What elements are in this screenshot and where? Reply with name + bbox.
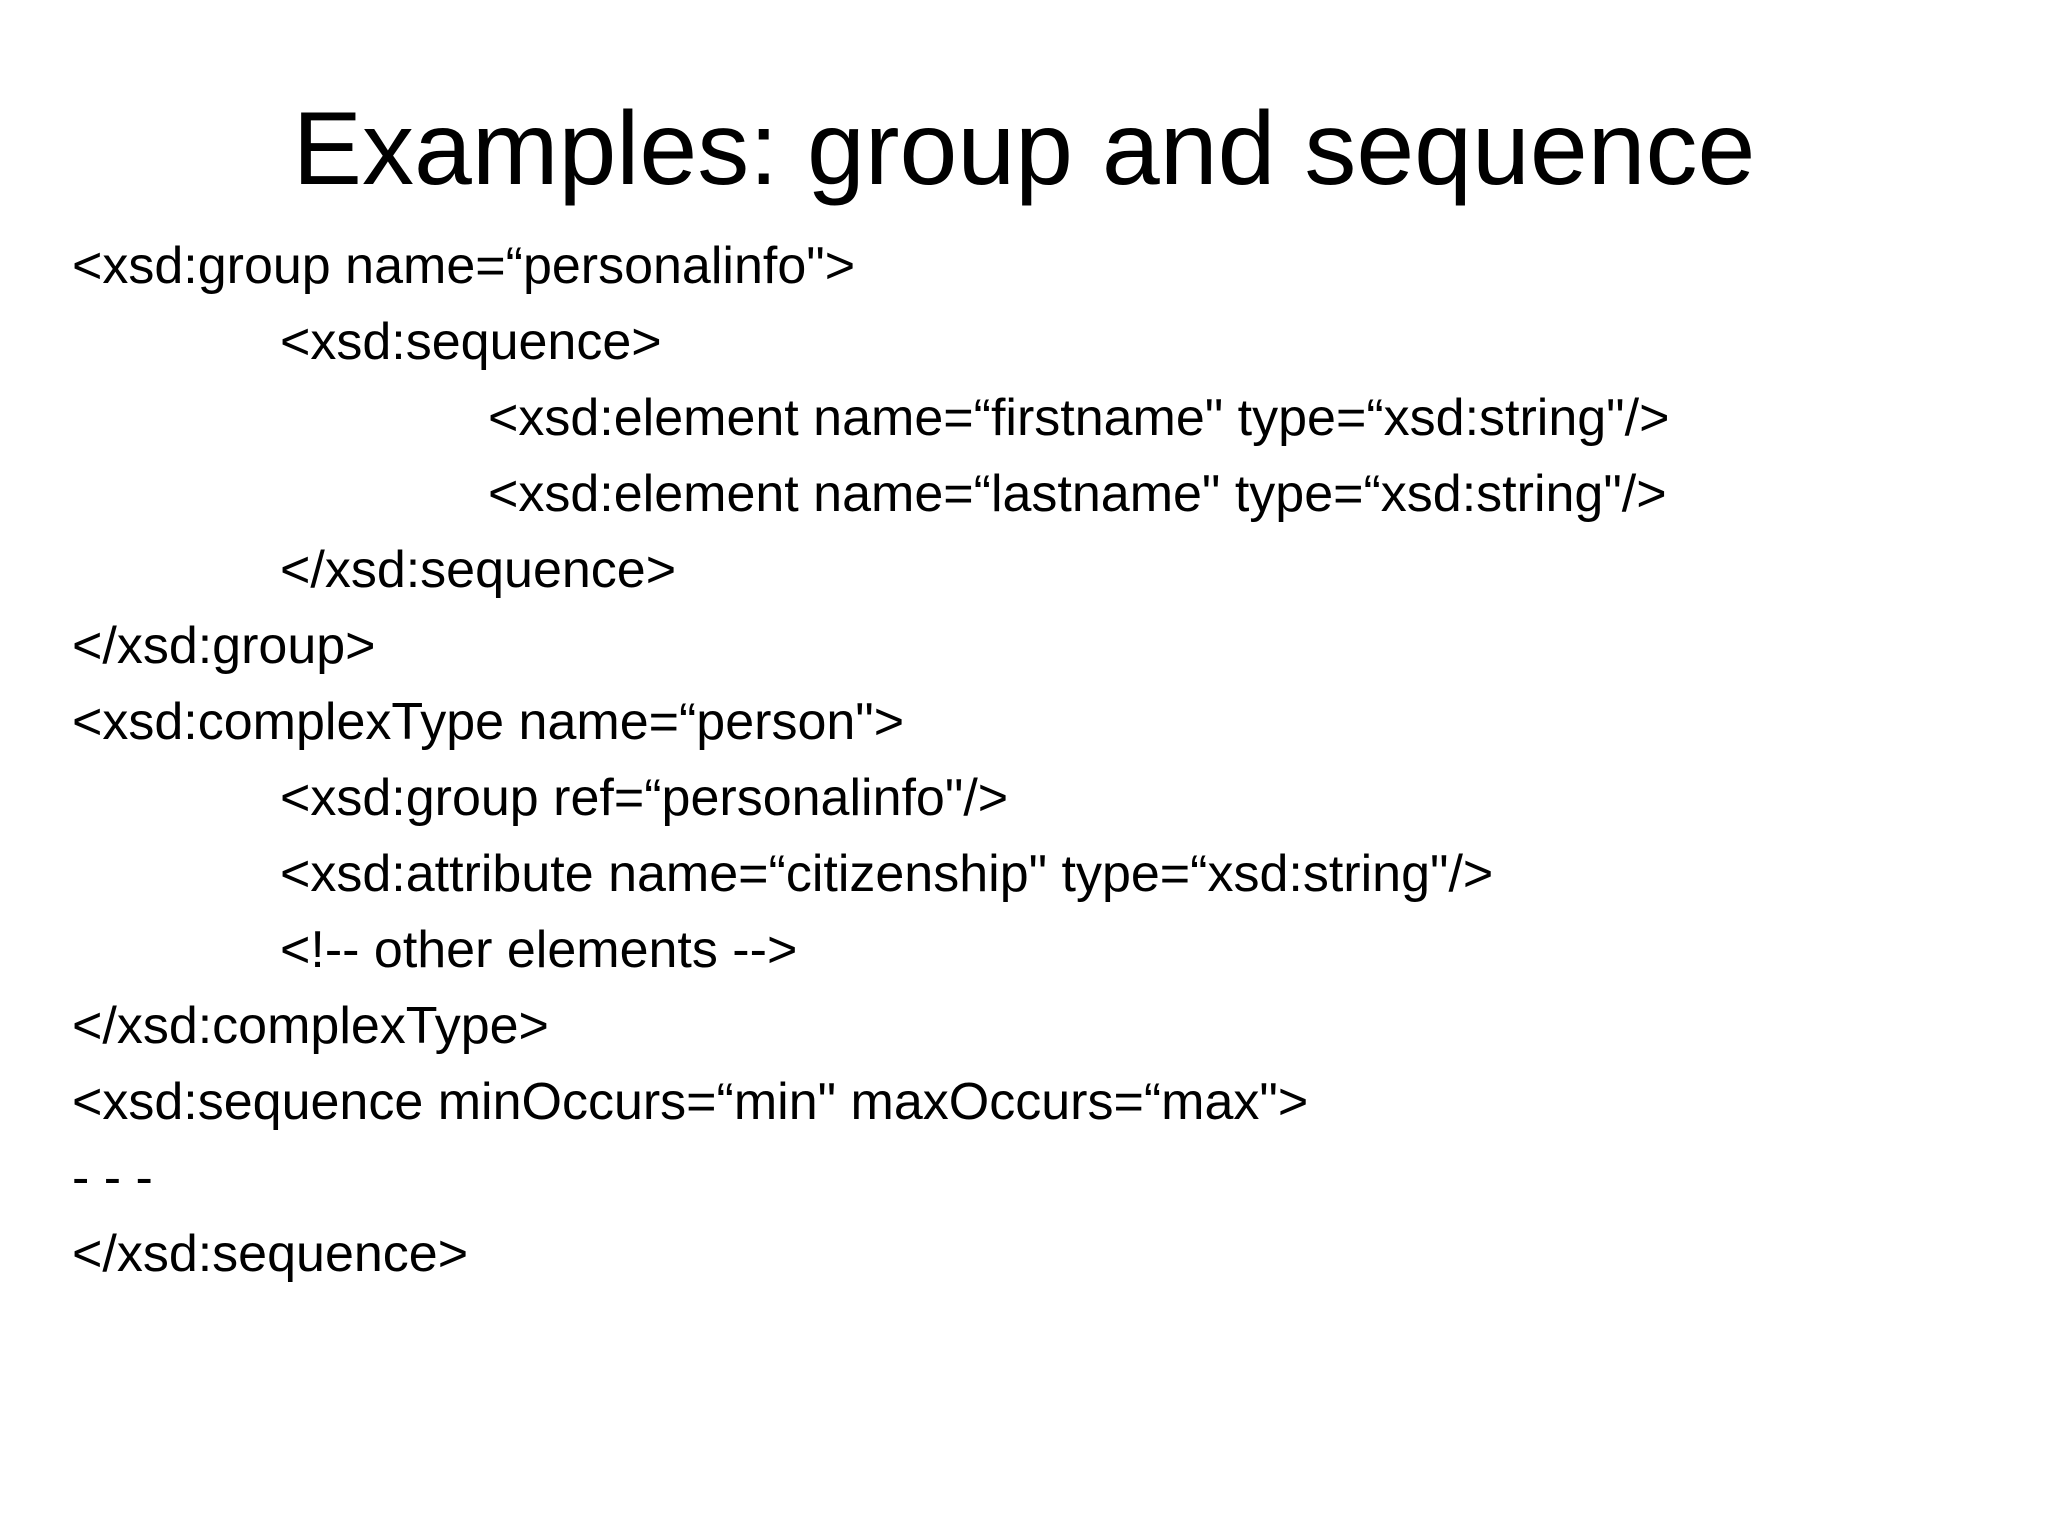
code-line: <xsd:group ref=“personalinfo"/> <box>280 769 1009 827</box>
code-line: </xsd:group> <box>72 617 376 675</box>
code-line: <xsd:sequence minOccurs=“min" maxOccurs=… <box>72 1073 1309 1131</box>
code-line: </xsd:sequence> <box>280 541 677 599</box>
code-block: <xsd:group name=“personalinfo"> <xsd:seq… <box>72 228 2012 1292</box>
code-line: <xsd:attribute name=“citizenship" type=“… <box>280 845 1494 903</box>
code-line: <xsd:complexType name=“person"> <box>72 693 905 751</box>
code-line: <xsd:element name=“firstname" type=“xsd:… <box>488 389 1670 447</box>
code-line: <xsd:element name=“lastname" type=“xsd:s… <box>488 465 1667 523</box>
code-line: </xsd:sequence> <box>72 1225 469 1283</box>
code-line: <!-- other elements --> <box>280 921 798 979</box>
code-line: - - - <box>72 1149 153 1207</box>
slide-title: Examples: group and sequence <box>292 91 1756 207</box>
code-line: <xsd:group name=“personalinfo"> <box>72 237 856 295</box>
code-line: </xsd:complexType> <box>72 997 549 1055</box>
code-line: <xsd:sequence> <box>280 313 662 371</box>
